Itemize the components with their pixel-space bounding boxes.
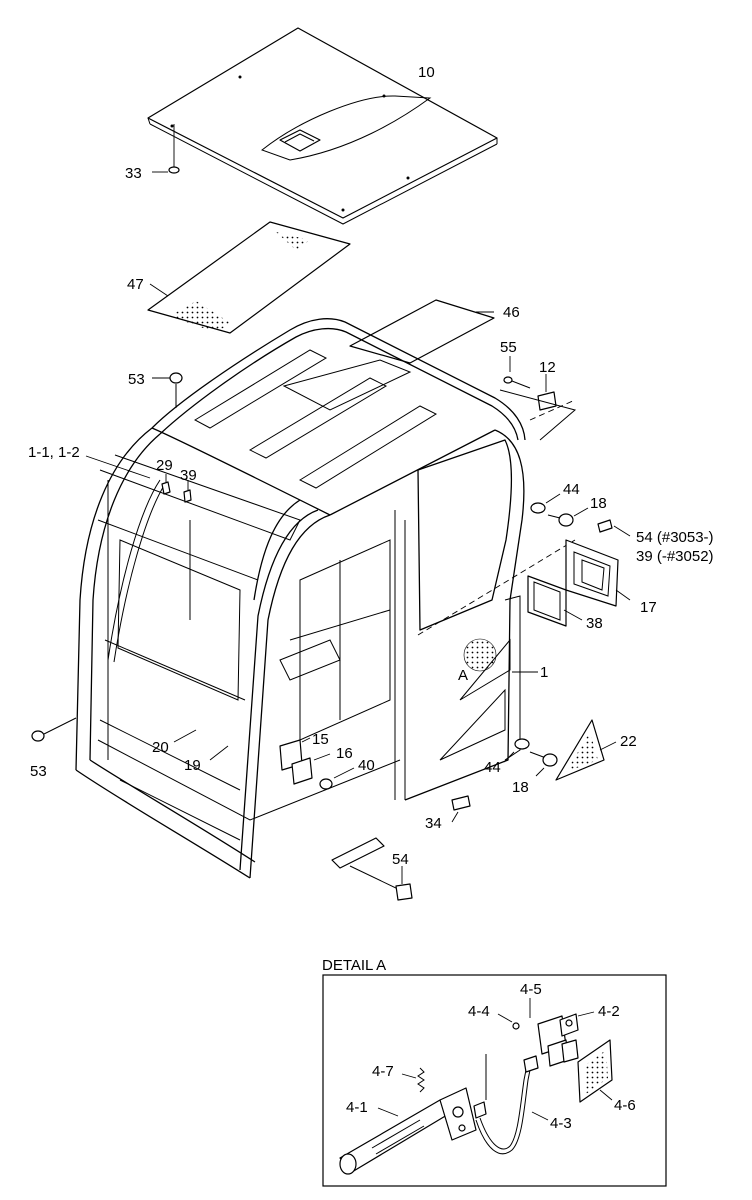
detail-a-title: DETAIL A: [322, 957, 386, 974]
part-1-1-leader: [85, 455, 151, 479]
label-40: 40: [358, 757, 375, 774]
label-54: 54: [392, 851, 409, 868]
detail-label-4-7: 4-7: [372, 1063, 394, 1080]
part-16-bracket: [291, 753, 331, 785]
label-19: 19: [184, 757, 201, 774]
panel-46: [349, 299, 495, 364]
detail-a-cable-4-3: [473, 1054, 549, 1155]
detail-label-4-6: 4-6: [614, 1097, 636, 1114]
detail-a-box: [322, 974, 667, 1187]
label-20: 20: [152, 739, 169, 756]
part-54-handle: [331, 837, 413, 901]
detail-label-4-1: 4-1: [346, 1099, 368, 1116]
label-46: 46: [503, 304, 520, 321]
part-33-grommet: [152, 124, 180, 174]
label-38: 38: [586, 615, 603, 632]
part-44-nut-upper: [530, 493, 561, 514]
label-39: 39: [180, 467, 197, 484]
label-1: 1: [540, 664, 548, 681]
detail-a-spring-4-7: [401, 1067, 425, 1093]
label-44-lower: 44: [484, 759, 501, 776]
detail-label-4-2: 4-2: [598, 1003, 620, 1020]
label-17: 17: [640, 599, 657, 616]
label-1-1-1-2: 1-1, 1-2: [28, 444, 80, 461]
label-39-3052: 39 (-#3052): [636, 548, 714, 565]
cab-frame: [75, 318, 526, 879]
part-18-plug-upper: [547, 507, 589, 527]
part-40-bolt: [319, 767, 355, 790]
label-22: 22: [620, 733, 637, 750]
label-47: 47: [127, 276, 144, 293]
label-15: 15: [312, 731, 329, 748]
label-53-top: 53: [128, 371, 145, 388]
part-18-plug-lower: [529, 751, 558, 777]
label-29: 29: [156, 457, 173, 474]
detail-a-plate-4-6: [577, 1039, 613, 1103]
part-38-filter: [527, 575, 583, 627]
label-detail-a-marker: A: [458, 667, 468, 684]
part-20-leader: [173, 729, 197, 743]
label-33: 33: [125, 165, 142, 182]
part-55-bolt: [503, 356, 531, 389]
detail-label-4-5: 4-5: [520, 981, 542, 998]
detail-a-bracket: [439, 1087, 477, 1141]
part-29-39-clips: [161, 474, 192, 503]
label-55: 55: [500, 339, 517, 356]
part-17-vent-cover: [565, 539, 631, 607]
part-53-cap-top: [152, 372, 183, 408]
part-53-cap-bottom: [31, 717, 77, 742]
roof-panel-10: [147, 27, 498, 225]
detail-label-4-3: 4-3: [550, 1115, 572, 1132]
part-19-leader: [209, 745, 229, 761]
detail-label-4-4: 4-4: [468, 1003, 490, 1020]
detail-a-latch-4-2: [537, 1011, 595, 1067]
part-54-39-bolt: [597, 519, 631, 537]
part-34-bolt: [451, 795, 471, 823]
part-44-nut-lower: [503, 738, 530, 763]
label-18-upper: 18: [590, 495, 607, 512]
label-34: 34: [425, 815, 442, 832]
label-44-upper: 44: [563, 481, 580, 498]
detail-a-screw-4-4: [497, 1013, 520, 1030]
label-16: 16: [336, 745, 353, 762]
label-10: 10: [418, 64, 435, 81]
label-12: 12: [539, 359, 556, 376]
part-12-plate: [499, 374, 577, 441]
label-54-3053: 54 (#3053-): [636, 529, 714, 546]
part-22-triangle-cover: [555, 719, 617, 781]
label-18-lower: 18: [512, 779, 529, 796]
label-53-bottom: 53: [30, 763, 47, 780]
headliner-47: [147, 221, 351, 334]
